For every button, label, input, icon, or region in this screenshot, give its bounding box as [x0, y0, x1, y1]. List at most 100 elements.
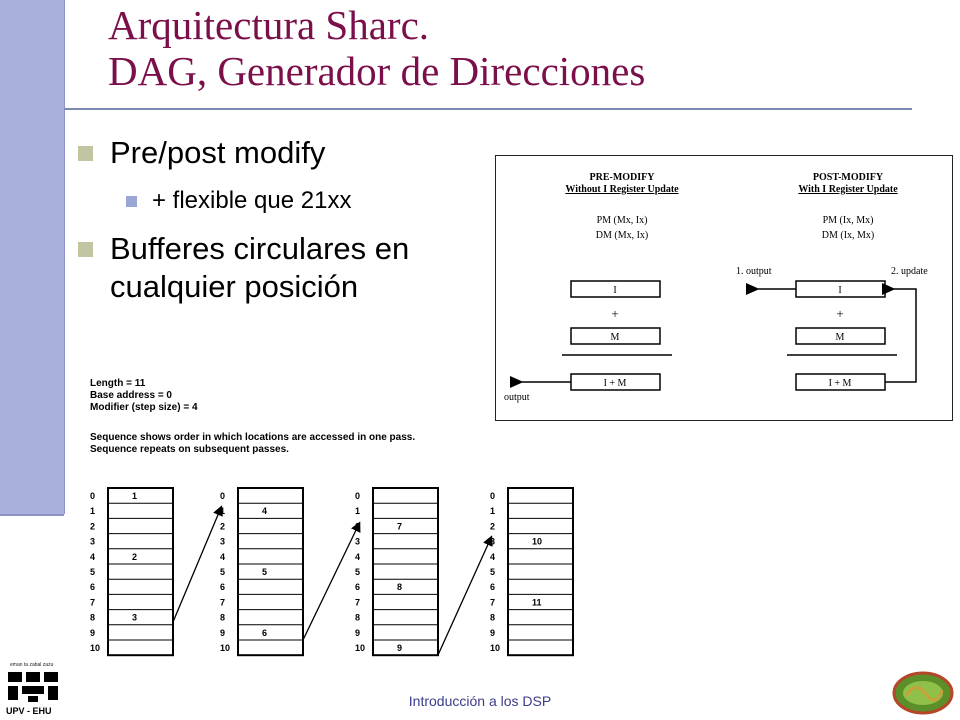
buffer-row-label: 3: [355, 537, 360, 547]
post-output-label: 1. output: [736, 266, 772, 277]
buffer-row-label: 5: [355, 567, 360, 577]
buffer-row-label: 1: [355, 506, 360, 516]
buffer-row-label: 4: [490, 552, 495, 562]
bullet-text: Bufferes circulares en cualquier posició…: [110, 231, 410, 304]
logo-motto: eman ta zabal zazu: [10, 662, 54, 668]
buffer-cell-value: 10: [532, 537, 542, 547]
buffer-column-frame: [107, 487, 174, 657]
bullet-text: Pre/post modify: [110, 135, 326, 170]
buffer-cell-value: 7: [397, 521, 402, 531]
post-plus: +: [836, 306, 843, 321]
post-register-sum: I + M: [795, 373, 886, 391]
title-line-2: DAG, Generador de Direcciones: [108, 48, 646, 94]
buffer-row-label: 2: [220, 521, 225, 531]
buffer-column: 012734568789109: [355, 487, 439, 657]
buffer-row-label: 5: [490, 567, 495, 577]
buffer-cell-value: 3: [132, 613, 137, 623]
post-instr-pm: PM (Ix, Mx): [823, 215, 874, 226]
upv-ehu-emblem-icon: [8, 672, 58, 702]
footer-title: Introducción a los DSP: [408, 693, 552, 709]
buffer-base-address: Base address = 0: [90, 390, 172, 401]
buffer-modifier: Modifier (step size) = 4: [90, 402, 198, 413]
buffer-cell-value: 6: [262, 628, 267, 638]
dsp-course-logo-icon: [892, 671, 954, 715]
buffer-row-label: 9: [90, 628, 95, 638]
buffer-cell-value: 8: [397, 582, 402, 592]
buffer-row-label: 7: [220, 597, 225, 607]
buffer-row-label: 8: [90, 613, 95, 623]
buffer-row-label: 6: [355, 582, 360, 592]
post-instr-dm: DM (Ix, Mx): [822, 230, 875, 241]
buffer-note-2: Sequence repeats on subsequent passes.: [90, 444, 289, 455]
post-modify-title: POST-MODIFY: [813, 172, 884, 183]
modify-diagram: PRE-MODIFY Without I Register Update PM …: [495, 155, 953, 421]
buffer-row-label: 8: [490, 613, 495, 623]
buffer-row-label: 4: [220, 552, 225, 562]
svg-text:I + M: I + M: [604, 378, 627, 389]
circular-buffer-diagram: Length = 11 Base address = 0 Modifier (s…: [90, 378, 574, 657]
buffer-row-label: 4: [90, 552, 95, 562]
pre-output-label: output: [504, 392, 530, 403]
buffer-row-label: 0: [220, 491, 225, 501]
buffer-row-label: 3: [490, 537, 495, 547]
pre-register-i: I: [570, 280, 661, 298]
buffer-row-label: 7: [490, 597, 495, 607]
svg-text:I: I: [838, 285, 841, 296]
sub-bullet-flexible: + flexible que 21xx: [76, 186, 510, 216]
pre-modify-title: PRE-MODIFY: [590, 172, 656, 183]
buffer-row-label: 10: [490, 643, 500, 653]
bullet-pre-post-modify: Pre/post modify: [76, 134, 510, 172]
buffer-note-1: Sequence shows order in which locations …: [90, 432, 415, 443]
pre-register-sum: I + M: [570, 373, 661, 391]
left-accent-bar: [0, 0, 65, 514]
buffer-row-label: 0: [90, 491, 95, 501]
buffer-row-label: 6: [220, 582, 225, 592]
buffer-row-label: 5: [220, 567, 225, 577]
buffer-column-frame: [507, 487, 574, 657]
buffer-column-frame: [372, 487, 439, 657]
logo-name: UPV - EHU: [6, 706, 52, 716]
buffer-length: Length = 11: [90, 378, 146, 389]
buffer-row-label: 0: [355, 491, 360, 501]
post-register-m: M: [795, 327, 886, 345]
modify-diagram-svg: PRE-MODIFY Without I Register Update PM …: [504, 172, 928, 403]
svg-text:I: I: [613, 285, 616, 296]
buffer-row-label: 1: [220, 506, 225, 516]
buffer-column-frame: [237, 487, 304, 657]
buffer-cell-value: 4: [262, 506, 267, 516]
title-divider: [64, 108, 912, 110]
left-accent-bar-rule: [0, 514, 64, 516]
buffer-cell-value: 5: [262, 567, 267, 577]
buffer-cell-value: 2: [132, 552, 137, 562]
upv-ehu-logo: eman ta zabal zazu UPV - EHU: [6, 662, 58, 716]
wrap-around-arrow: [437, 535, 493, 656]
buffer-cell-value: 1: [132, 491, 137, 501]
buffer-row-label: 4: [355, 552, 360, 562]
buffer-cell-value: 9: [397, 643, 402, 653]
wrap-around-arrow: [172, 505, 223, 623]
buffer-row-label: 9: [220, 628, 225, 638]
pre-modify-subtitle: Without I Register Update: [565, 184, 679, 195]
post-register-i: I: [795, 280, 886, 298]
post-modify-subtitle: With I Register Update: [798, 184, 898, 195]
buffer-row-label: 7: [90, 597, 95, 607]
buffer-row-label: 1: [490, 506, 495, 516]
buffer-row-label: 6: [90, 582, 95, 592]
buffer-row-label: 2: [490, 521, 495, 531]
bullet-circular-buffers: Bufferes circulares en cualquier posició…: [76, 230, 510, 306]
buffer-row-label: 8: [355, 613, 360, 623]
bullet-list: Pre/post modify + flexible que 21xx Buff…: [76, 134, 510, 312]
buffer-row-label: 10: [355, 643, 365, 653]
buffer-row-label: 10: [220, 643, 230, 653]
pre-plus: +: [611, 306, 618, 321]
wrap-around-arrow: [302, 521, 361, 641]
buffer-row-label: 9: [355, 628, 360, 638]
buffer-row-label: 8: [220, 613, 225, 623]
pre-instr-dm: DM (Mx, Ix): [596, 230, 649, 241]
sub-bullet-text: + flexible que 21xx: [152, 187, 352, 214]
buffer-row-label: 0: [490, 491, 495, 501]
post-update-arrow: [882, 283, 917, 383]
